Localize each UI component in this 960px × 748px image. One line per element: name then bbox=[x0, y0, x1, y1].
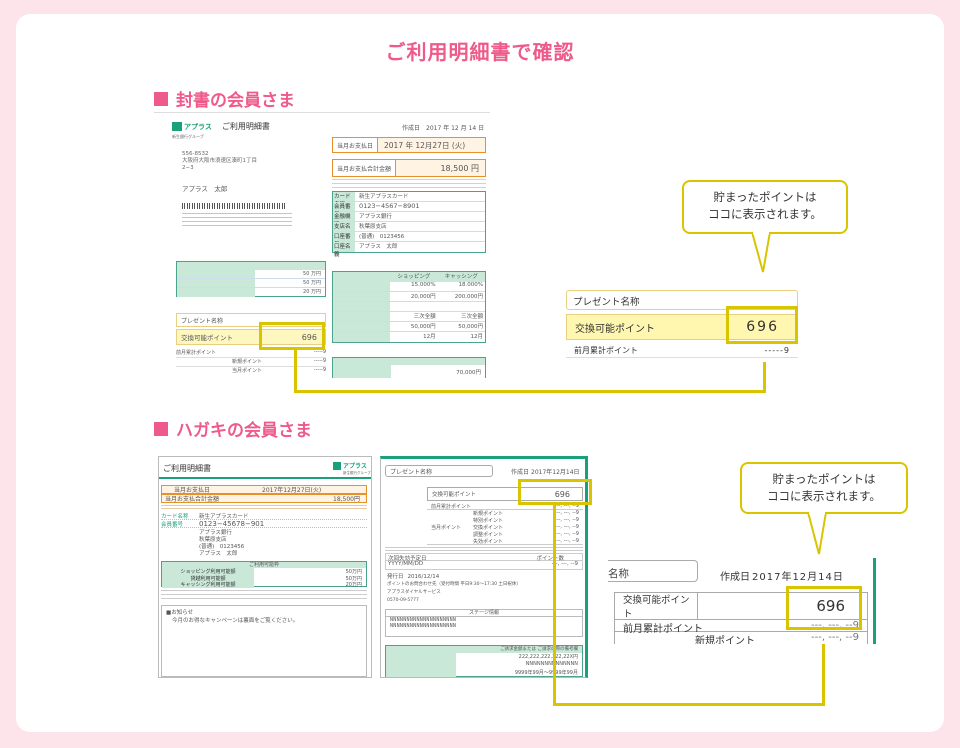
connector-line bbox=[763, 335, 766, 393]
letter-present-label: プレゼント名称 bbox=[176, 313, 326, 327]
connector-line bbox=[553, 703, 825, 706]
postcard-left-page: ご利用明細書 アプラス 新生銀行グループ 当月お支払日 2017年12月27日(… bbox=[158, 456, 372, 678]
aplus-logo-icon bbox=[333, 461, 341, 470]
letter-point-rows: 前月累計ポイント-----9 新規ポイント-----9 当月ポイント-----9 bbox=[176, 349, 326, 374]
letter-fine-print bbox=[332, 179, 486, 189]
postcard-fine-print bbox=[161, 505, 367, 510]
postcard-stage-box: ステージ情報 NNNNNNNNNNNNNNNNNNNN NNNNNNNNNNNN… bbox=[385, 609, 583, 637]
zoom-panel-1: プレゼント名称 交換可能ポイント 696 前月累計ポイント -----9 bbox=[566, 290, 804, 362]
postcard-pay-date-row: 当月お支払日 2017年12月27日(火) bbox=[161, 485, 367, 494]
connector-line bbox=[553, 505, 556, 705]
zoom2-exchange-row: 交換可能ポイント 696 bbox=[614, 592, 868, 620]
letter-statement: アプラス ご利用明細書 新生銀行グループ 作成日 2017 年 12 月 14 … bbox=[154, 112, 490, 378]
bubble-tail-icon bbox=[750, 232, 772, 273]
letter-date: 作成日 2017 年 12 月 14 日 bbox=[402, 125, 485, 132]
postcard-expiry-table: 次回失効予定日ポイント数 YYYY/MM/DD---, ---, --9 bbox=[385, 553, 583, 570]
letter-total-box: 当月お支払合計金額 18,500 円 bbox=[332, 159, 486, 177]
zoom2-date: 作成日 2017年12月14日 bbox=[720, 572, 844, 583]
zoom2-highlight-box bbox=[786, 586, 862, 630]
postcard-notice-line bbox=[385, 547, 583, 551]
zoom1-highlight-box bbox=[726, 306, 798, 344]
section-heading-letter: 封書の会員さま bbox=[154, 86, 295, 111]
aplus-logo-icon bbox=[172, 122, 182, 131]
letter-highlight-box bbox=[259, 322, 325, 350]
letter-limit-table: 50 万円 50 万円 20 万円 bbox=[176, 261, 326, 297]
postcard-notice-box: ■お知らせ 今月のお得なキャンペーンは裏面をご覧ください。 bbox=[161, 605, 367, 677]
zoom2-point-rows: 前月累計ポイント---, ---, --9 新規ポイント---, ---, --… bbox=[614, 620, 868, 644]
postcard-brand: アプラス bbox=[333, 461, 367, 470]
zoom1-prev-row: 前月累計ポイント -----9 bbox=[566, 344, 798, 358]
letter-address: 556-8532 大阪府大阪市浪速区湊町1丁目 2−3 bbox=[182, 151, 258, 171]
letter-exchange-row: 交換可能ポイント 696 bbox=[176, 329, 326, 345]
letter-bottom-table: 70,000円 bbox=[332, 357, 486, 378]
postcard-highlight-box bbox=[518, 479, 592, 505]
square-bullet-icon bbox=[154, 421, 168, 436]
connector-line bbox=[822, 628, 825, 706]
page-title: ご利用明細書で確認 bbox=[385, 40, 575, 64]
connector-line bbox=[294, 350, 297, 392]
postcard-small-print bbox=[161, 590, 367, 602]
postcard-date: 作成日 2017年12月14日 bbox=[511, 469, 580, 476]
address-code-block bbox=[182, 213, 292, 229]
postcard-bottom-table: ご請求金額または ご請求の際の備考欄 222,222,222,222,22X円 … bbox=[385, 645, 583, 677]
barcode bbox=[182, 203, 287, 209]
postcard-exchange-row: 交換可能ポイント 696 bbox=[427, 487, 583, 501]
letter-brand: アプラス ご利用明細書 bbox=[172, 121, 270, 132]
section-heading-postcard: ハガキの会員さま bbox=[154, 416, 312, 441]
postcard-total-row: 当月お支払合計金額 18,500円 bbox=[161, 494, 367, 503]
postcard-point-table: 前月累計ポイント---, ---, --9 当月ポイント 新規ポイント---, … bbox=[427, 503, 583, 545]
bubble-tail-icon bbox=[806, 512, 828, 555]
zoom-panel-2: 名称 作成日 2017年12月14日 交換可能ポイント 696 前月累計ポイント… bbox=[608, 558, 876, 644]
connector-line bbox=[294, 390, 766, 393]
letter-pay-date-box: 当月お支払日 2017 年 12月27日 (火) bbox=[332, 137, 486, 153]
callout-bubble-2: 貯まったポイントは ココに表示されます。 bbox=[740, 462, 908, 514]
zoom1-exchange-row: 交換可能ポイント 696 bbox=[566, 314, 798, 340]
callout-bubble-1: 貯まったポイントは ココに表示されます。 bbox=[682, 180, 848, 234]
square-bullet-icon bbox=[154, 91, 168, 106]
